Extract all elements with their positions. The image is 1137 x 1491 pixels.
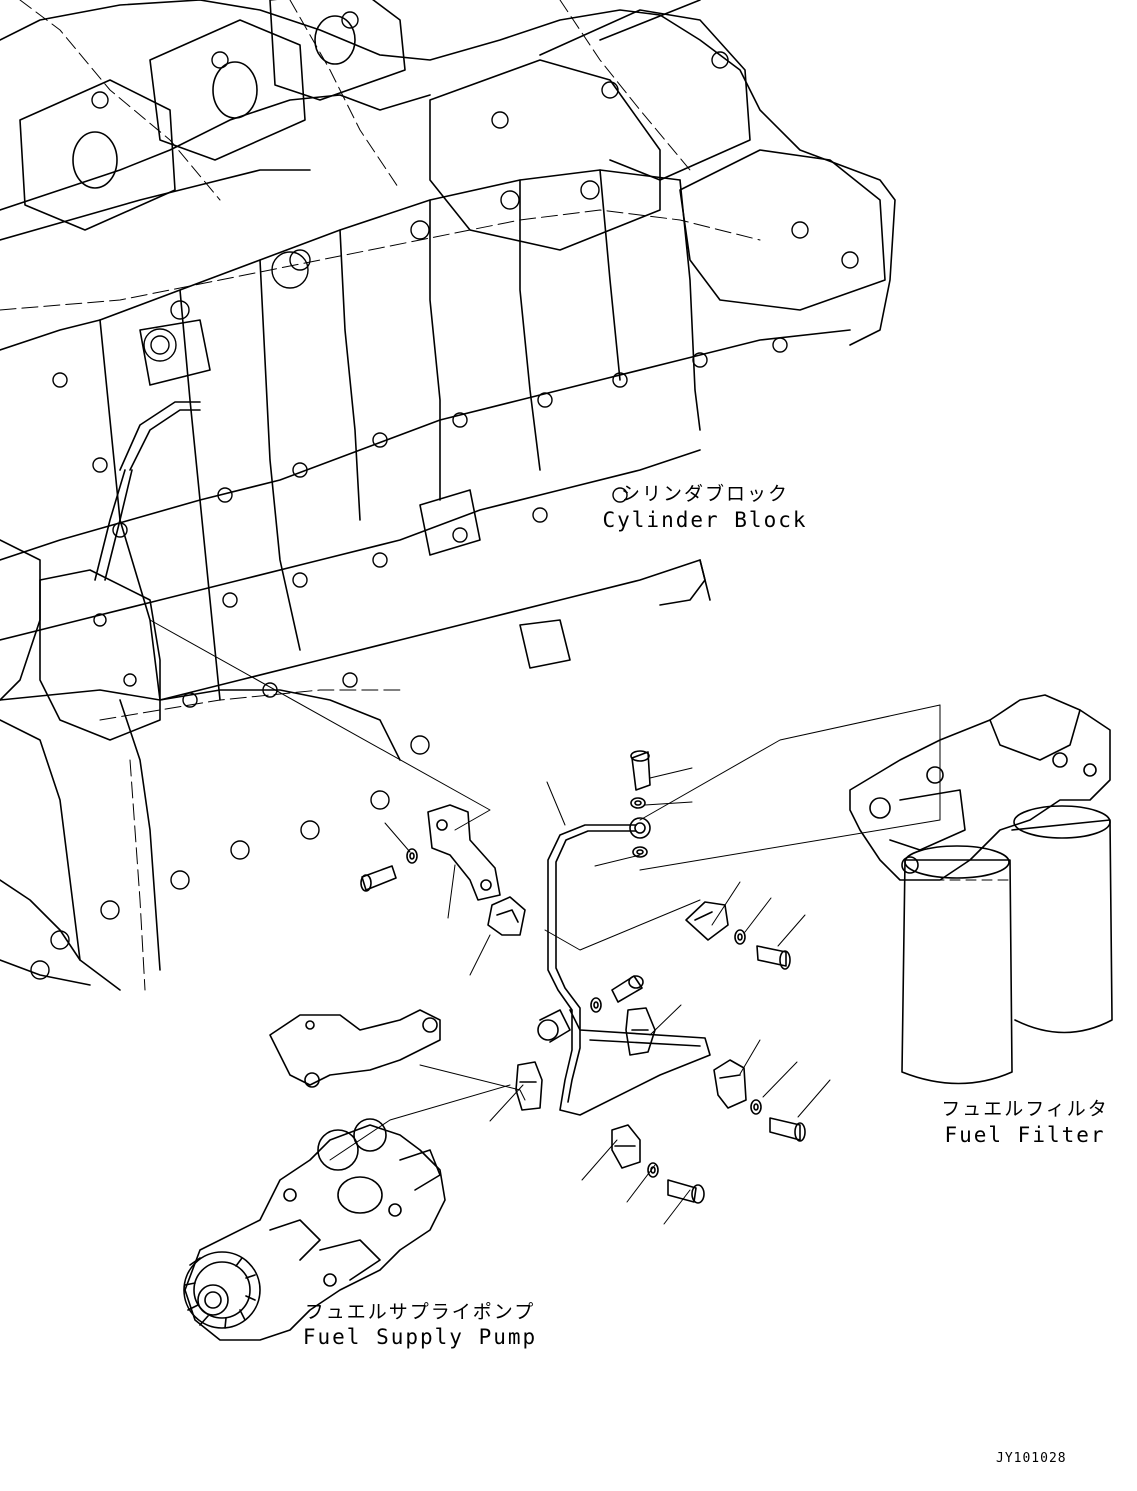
fuel-supply-pump-label-jp: フュエルサプライポンプ — [304, 1301, 536, 1323]
cylinder-block-drawing — [0, 0, 896, 991]
fuel-filter-label-jp: フュエルフィルタ — [941, 1098, 1109, 1120]
reference-lines — [149, 619, 941, 1225]
bolts — [360, 750, 806, 1204]
washers — [406, 797, 762, 1178]
fuel-supply-pump-label-en: Fuel Supply Pump — [302, 1325, 538, 1349]
drawing-code: JY101028 — [996, 1451, 1067, 1466]
fuel-filter-label-en: Fuel Filter — [944, 1123, 1106, 1147]
cylinder-block-label-jp: シリンダブロック — [620, 483, 790, 505]
fuel-tube-assembly — [269, 750, 806, 1204]
fuel-filter-drawing — [849, 694, 1113, 1085]
fuel-supply-pump-drawing — [183, 1118, 446, 1341]
cylinder-block-label-en: Cylinder Block — [602, 508, 808, 532]
